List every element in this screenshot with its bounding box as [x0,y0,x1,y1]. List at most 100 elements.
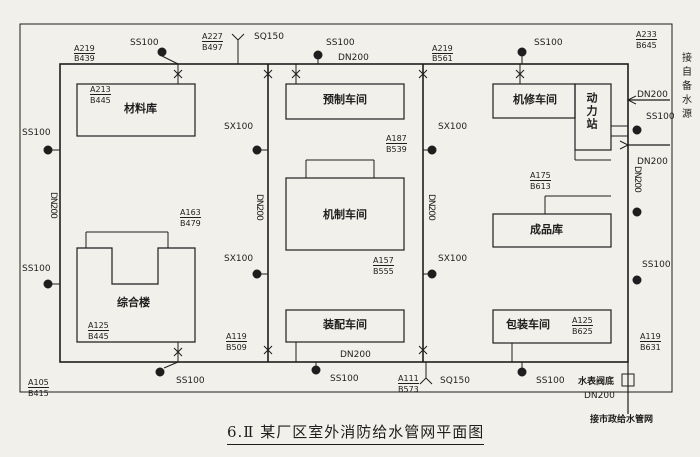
room-label-machining: 机制车间 [323,208,367,221]
hydrant-sx-mid-right-lower [427,269,437,279]
hydrant-label: SS100 [642,260,671,270]
hydrant-ss-bottom-left [155,367,165,377]
elevation-b: B645 [636,41,657,50]
note-source: 备 [682,81,692,92]
room-label-assembly: 装配车间 [323,318,367,331]
building-materials [76,83,196,137]
hydrant-ss-top-right [517,47,527,57]
elevation-b: B625 [572,327,593,336]
meter-well [621,373,635,387]
drawing-frame [19,23,673,393]
elevation-a: A125 [88,321,109,331]
pipe-size-label: DN200 [340,350,371,360]
hydrant-label: SS100 [22,264,51,274]
pipe-size-label: DN200 [632,166,642,192]
note-source: 自 [682,67,692,78]
elevation-a: A163 [180,208,201,218]
building-prefab [285,83,405,120]
elevation-a: A111 [398,374,419,384]
building-power [574,83,612,151]
elevation-b: B439 [74,54,95,63]
hydrant-label: SX100 [224,254,254,264]
hydrant-label: SS100 [330,374,359,384]
hydrant-ss-left-upper [43,145,53,155]
elevation-a: A219 [432,44,453,54]
note-city-network: 接市政给水管网 [590,415,654,425]
note-meter-well: 水表阀底 [578,377,615,387]
building-machining [285,177,405,251]
hydrant-label: SS100 [534,38,563,48]
elevation-b: B445 [88,332,109,341]
hydrant-label: SQ150 [254,32,284,42]
hydrant-label: SS100 [22,128,51,138]
pipe-size-label: DN200 [254,194,264,220]
hydrant-ss-right-upper [632,125,642,135]
note-source: 水 [682,95,692,106]
hydrant-ss-top-left [157,47,167,57]
figure-title: 6.Ⅱ 某厂区室外消防给水管网平面图 [227,421,485,445]
elevation-a: A175 [530,171,551,181]
elevation-a: A219 [74,44,95,54]
hydrant-ss-right-lower [632,275,642,285]
note-source: 源 [682,109,692,120]
hydrant-ss-bottom-right [517,367,527,377]
elevation-b: B479 [180,219,201,228]
elevation-b: B573 [398,385,419,394]
hydrant-label: SS100 [176,376,205,386]
building-office [76,247,196,343]
elevation-b: B415 [28,389,49,398]
room-label-repair: 机修车间 [513,93,557,106]
room-label-materials: 材料库 [124,102,157,115]
elevation-a: A157 [373,256,394,266]
elevation-b: B631 [640,343,661,352]
note-source: 接 [682,53,692,64]
elevation-b: B539 [386,145,407,154]
hydrant-label: SQ150 [440,376,470,386]
room-label-finished: 成品库 [530,223,563,236]
hydrant-label: SX100 [438,254,468,264]
elevation-b: B445 [90,96,111,105]
elevation-a: A119 [226,332,247,342]
elevation-a: A233 [636,30,657,40]
hydrant-label: SS100 [326,38,355,48]
room-label-office: 综合楼 [117,296,150,309]
elevation-a: A227 [202,32,223,42]
building-assembly [285,309,405,343]
hydrant-label: SX100 [224,122,254,132]
hydrant-label: SS100 [536,376,565,386]
elevation-b: B497 [202,43,223,52]
hydrant-sx-mid-left-lower [252,269,262,279]
elevation-b: B555 [373,267,394,276]
building-finished [492,213,612,248]
hydrant-ss-right-mid [632,207,642,217]
hydrant-ss-left-lower [43,279,53,289]
hydrant-ss-top-mid [313,50,323,60]
pipe-size-label: DN200 [426,194,436,220]
building-packing [492,309,612,344]
room-label-prefab: 预制车间 [323,93,367,106]
elevation-a: A125 [572,316,593,326]
pipe-size-label: DN200 [637,157,668,167]
elevation-a: A119 [640,332,661,342]
elevation-b: B613 [530,182,551,191]
room-label-packing: 包装车间 [506,318,550,331]
elevation-b: B509 [226,343,247,352]
hydrant-sx-mid-left-upper [252,145,262,155]
hydrant-label: SX100 [438,122,468,132]
hydrant-label: SS100 [646,112,675,122]
elevation-a: A213 [90,85,111,95]
ring-main-pipe [59,63,629,363]
pipe-size-label: DN200 [584,391,615,401]
hydrant-sx-mid-right-upper [427,145,437,155]
elevation-a: A105 [28,378,49,388]
pipe-size-label: DN200 [637,90,668,100]
pipe-size-label: DN200 [338,53,369,63]
elevation-b: B561 [432,54,453,63]
hydrant-label: SS100 [130,38,159,48]
elevation-a: A187 [386,134,407,144]
room-label-power: 动力站 [585,92,598,131]
pipe-size-label: DN200 [48,192,58,218]
hydrant-ss-bottom-mid [311,365,321,375]
